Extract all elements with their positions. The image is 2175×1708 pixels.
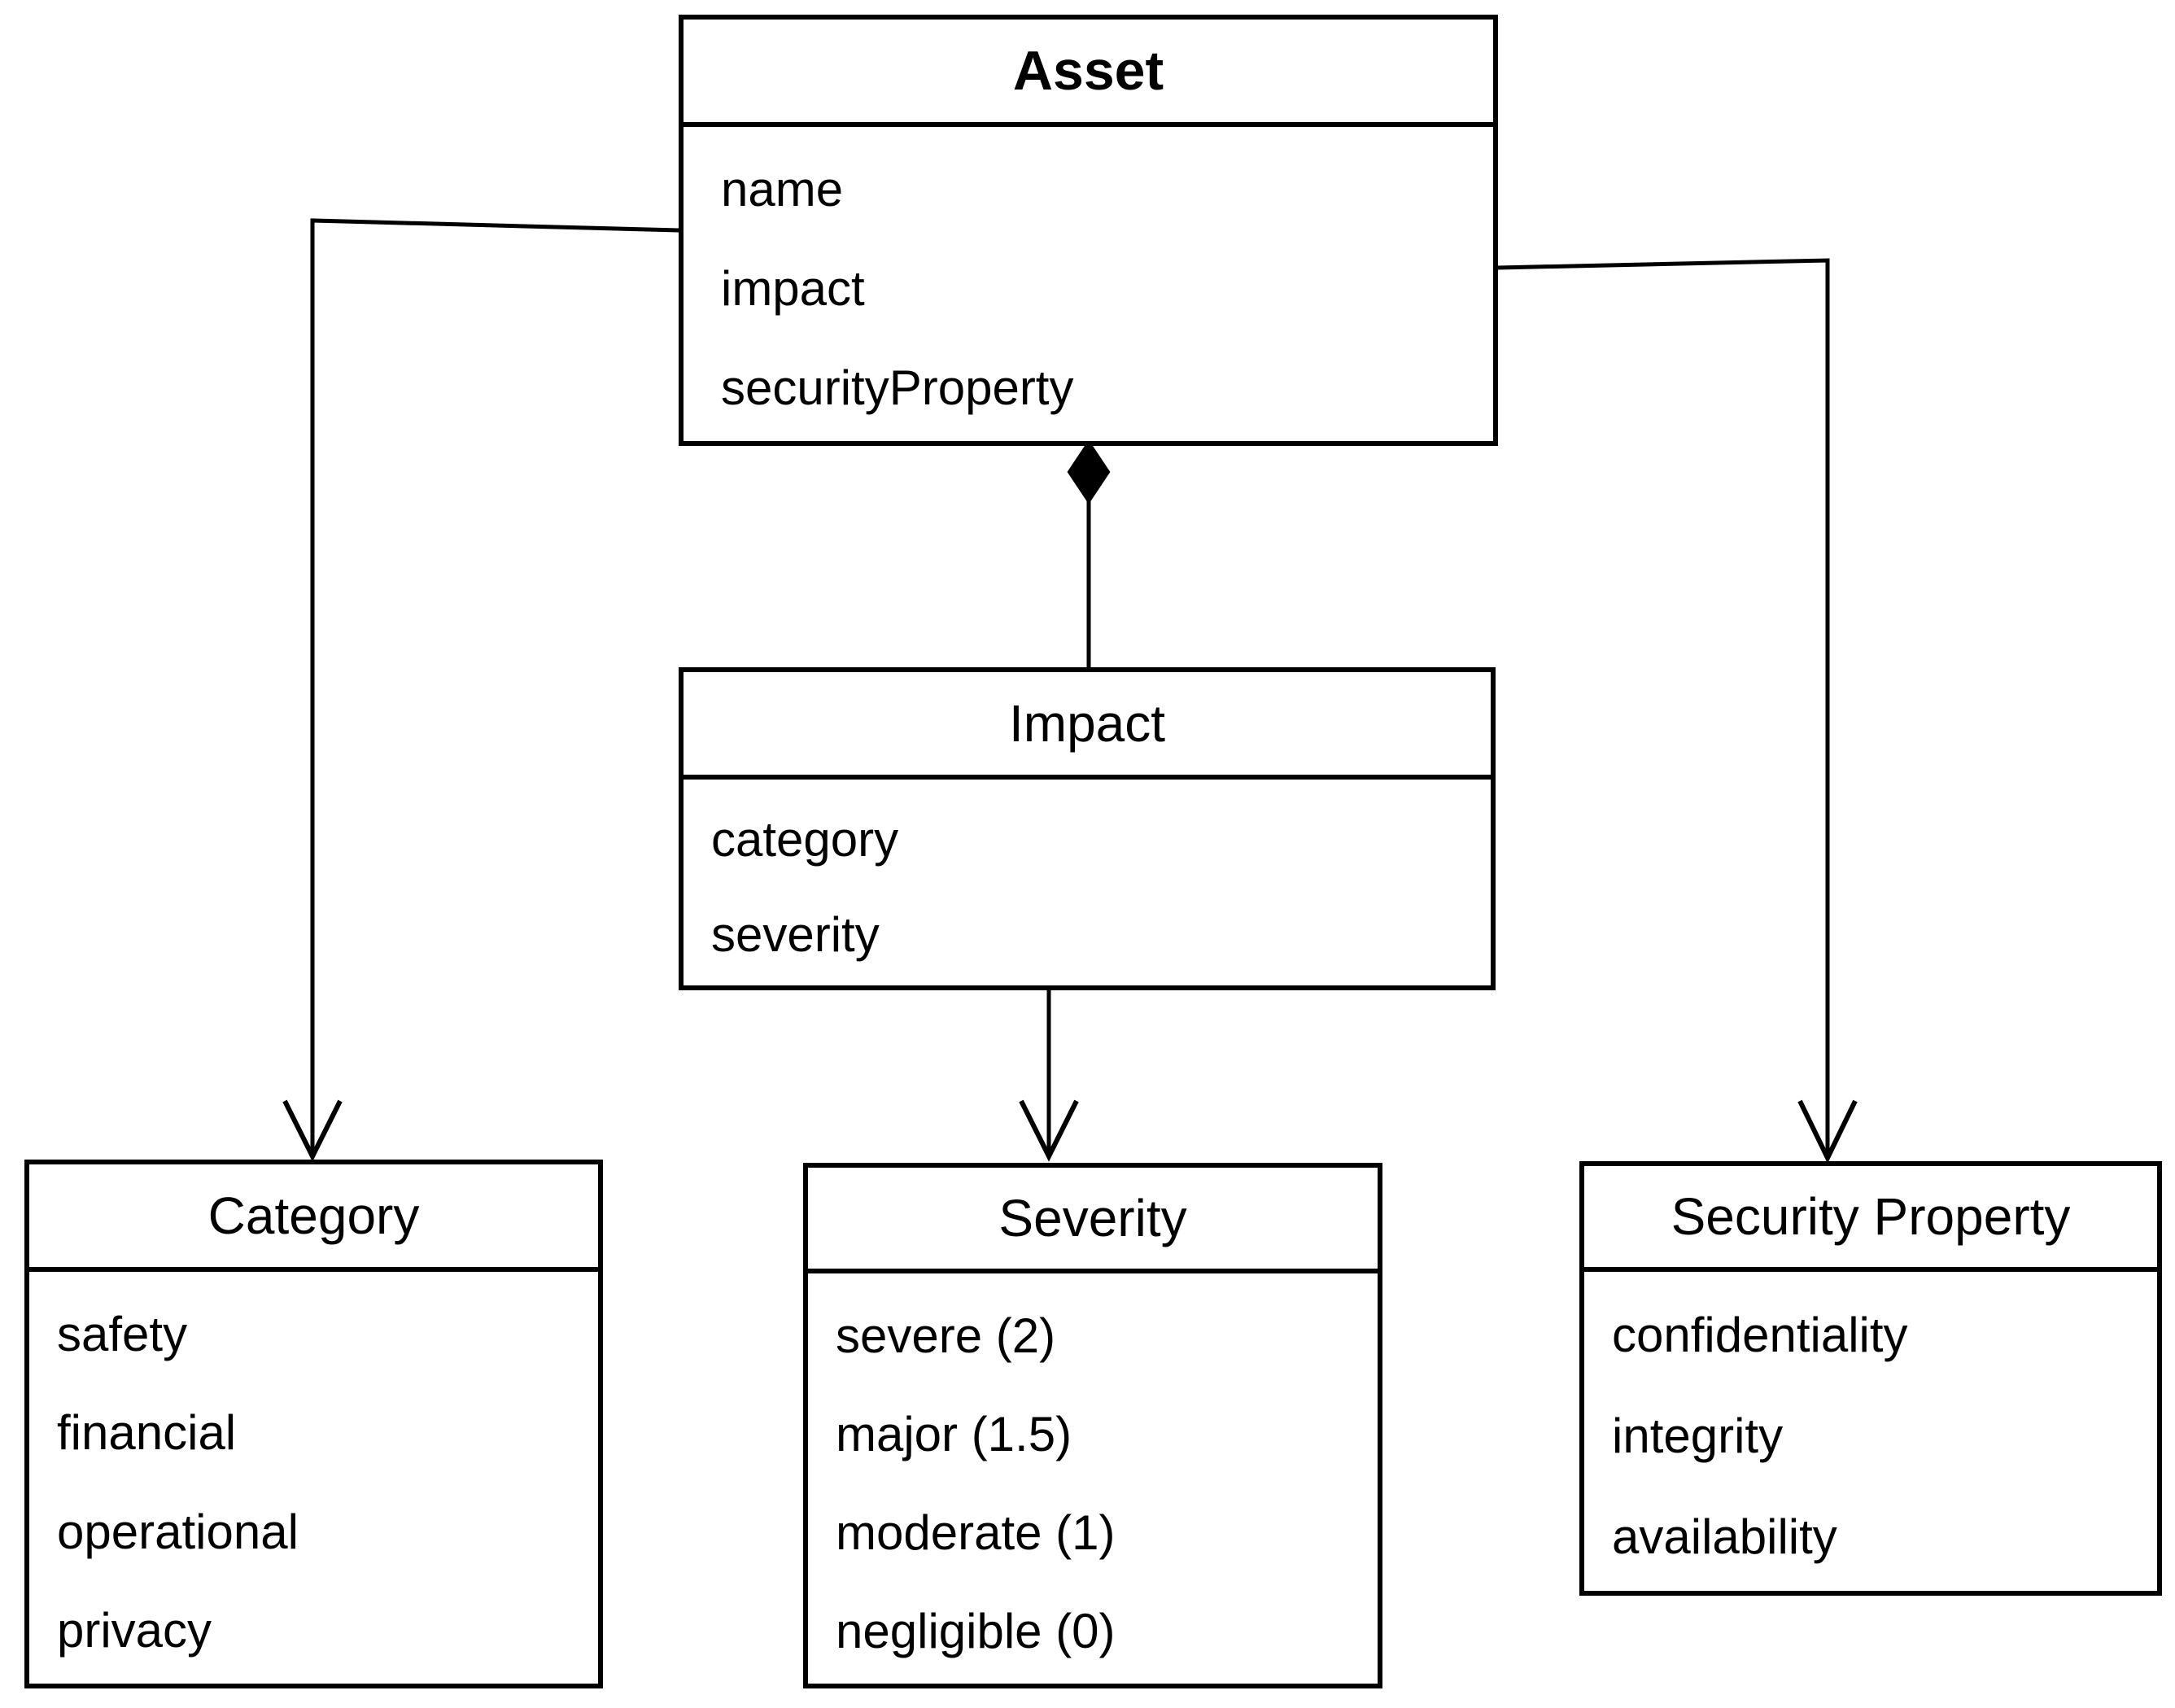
class-title-severity: Severity	[808, 1168, 1378, 1273]
edge-asset-category	[282, 218, 679, 1162]
class-attribute: operational	[57, 1504, 299, 1559]
class-title-category: Category	[29, 1164, 598, 1272]
composition-diamond	[1067, 439, 1111, 505]
class-attribute: securityProperty	[721, 360, 1074, 415]
class-attribute: moderate (1)	[836, 1505, 1116, 1560]
class-attribute: negligible (0)	[836, 1603, 1116, 1658]
class-attribute: safety	[57, 1306, 188, 1361]
class-box-asset: Asset name impact securityProperty	[679, 15, 1498, 446]
class-attributes-asset: name impact securityProperty	[684, 127, 1493, 441]
class-attribute: major (1.5)	[836, 1406, 1072, 1461]
class-attribute: availability	[1612, 1509, 1837, 1564]
class-attribute: severity	[711, 906, 880, 962]
class-attributes-impact: category severity	[684, 780, 1491, 985]
class-attribute: financial	[57, 1405, 237, 1461]
class-attribute: privacy	[57, 1603, 212, 1658]
class-attributes-security-property: confidentiality integrity availability	[1584, 1272, 2157, 1591]
edge-impact-severity	[1019, 989, 1079, 1162]
class-box-severity: Severity severe (2) major (1.5) moderate…	[803, 1163, 1382, 1688]
class-attribute: confidentiality	[1612, 1308, 1908, 1362]
class-title-asset: Asset	[684, 20, 1493, 127]
class-attribute: name	[721, 162, 844, 216]
arrowhead-category	[282, 1099, 343, 1162]
class-attributes-severity: severe (2) major (1.5) moderate (1) negl…	[808, 1273, 1378, 1684]
class-box-security-property: Security Property confidentiality integr…	[1579, 1161, 2162, 1596]
edge-asset-security-property	[1497, 258, 1858, 1164]
class-title-security-property: Security Property	[1584, 1166, 2157, 1272]
edge-asset-security-property-line	[1497, 258, 1830, 1153]
class-attribute: impact	[721, 261, 865, 316]
edge-asset-impact-composition	[1067, 439, 1111, 669]
class-box-category: Category safety financial operational pr…	[24, 1160, 603, 1688]
class-box-impact: Impact category severity	[679, 667, 1496, 990]
class-attributes-category: safety financial operational privacy	[29, 1272, 598, 1684]
class-attribute: severe (2)	[836, 1308, 1056, 1363]
arrowhead-severity	[1019, 1099, 1079, 1162]
class-attribute: integrity	[1612, 1409, 1784, 1463]
class-title-impact: Impact	[684, 672, 1491, 780]
arrowhead-security-property	[1797, 1099, 1858, 1164]
edge-asset-category-line	[310, 218, 679, 1151]
class-attribute: category	[711, 812, 899, 867]
